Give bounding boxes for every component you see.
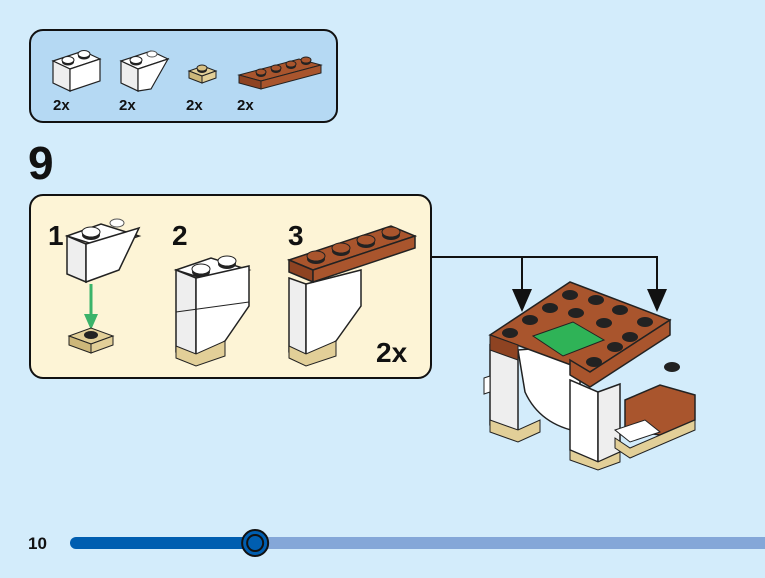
step-number: 9 [28, 137, 54, 189]
substep-number: 2 [172, 220, 188, 251]
part-quantity: 2x [119, 97, 136, 114]
substep-2-illustration [173, 255, 252, 367]
parts-list-box: 2x 2x 2x 2x [29, 29, 338, 123]
assembled-model-illustration [483, 281, 696, 471]
progress-knob-icon [241, 529, 270, 557]
substep-box: 1 2 3 [29, 194, 432, 379]
connector-arrow-icon [432, 256, 667, 312]
part-brown-plate-icon [237, 56, 323, 90]
part-quantity: 2x [53, 97, 70, 114]
substep-1-illustration [64, 218, 142, 354]
substep-multiplier: 2x [376, 337, 408, 368]
progress-bar [70, 529, 765, 557]
part-white-brick-icon [51, 50, 102, 92]
page-number: 10 [28, 534, 47, 553]
green-tile-icon [531, 321, 606, 357]
substep-graphics [64, 218, 418, 367]
substep-number: 3 [288, 220, 304, 251]
substep-number: 1 [48, 220, 64, 251]
part-quantity: 2x [186, 97, 203, 114]
part-tan-plate-icon [187, 64, 218, 84]
substep-3-illustration [286, 225, 418, 367]
part-quantity: 2x [237, 97, 254, 114]
parts-list-graphics [51, 50, 323, 92]
part-white-slope-icon [119, 50, 170, 92]
